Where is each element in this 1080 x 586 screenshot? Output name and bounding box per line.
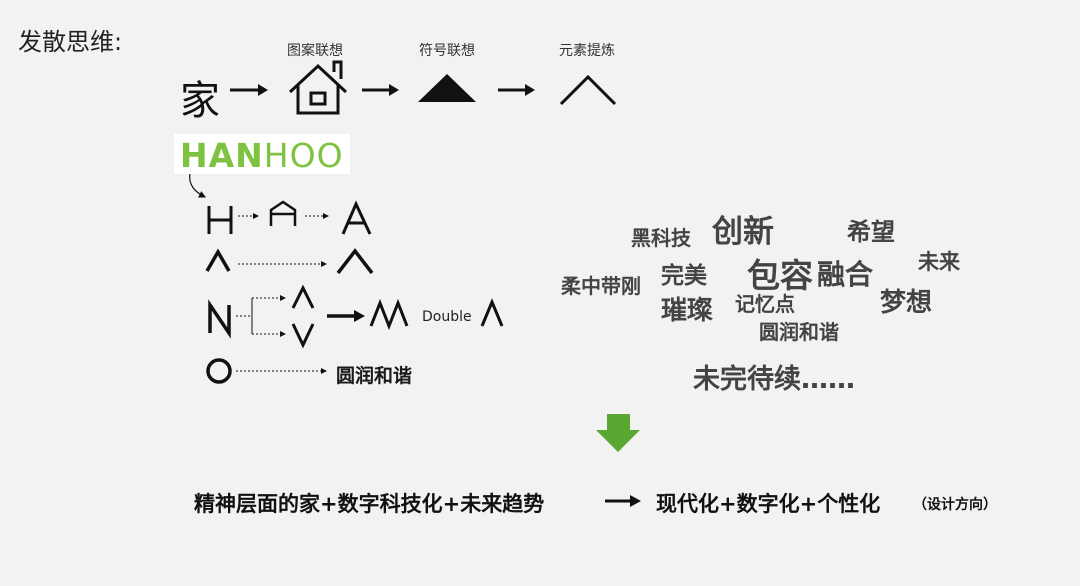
glyph-n — [208, 299, 231, 339]
logo-pointer-arrow — [189, 172, 207, 198]
cloud-word-cuican: 璀璨 — [661, 296, 714, 326]
glyph-h-to-a — [269, 200, 297, 226]
page-title: 发散思维: — [18, 28, 123, 56]
conclusion-left: 精神层面的家+数字科技化+未来趋势 — [194, 492, 545, 516]
glyph-double-lambda — [480, 298, 504, 327]
row-h — [207, 200, 372, 235]
cloud-word-xiwang: 希望 — [847, 218, 895, 246]
cloud-word-jiyidian: 记忆点 — [735, 292, 795, 316]
flow-start-char: 家 — [180, 78, 220, 124]
glyph-av — [369, 298, 409, 331]
triangle-symbol-icon — [418, 74, 476, 102]
glyph-down-chevron — [291, 323, 315, 349]
house-icon — [288, 60, 348, 115]
cloud-word-yuanrun: 圆润和谐 — [759, 320, 839, 344]
hanhoo-logo-text: HANHOO — [180, 136, 344, 175]
cloud-word-baorong: 包容 — [747, 256, 813, 295]
cloud-word-ronghe: 融合 — [817, 258, 874, 291]
conclusion-note: （设计方向） — [913, 497, 997, 513]
cloud-word-weilai: 未来 — [918, 250, 960, 274]
glyph-h — [207, 206, 233, 234]
glyph-o — [206, 358, 232, 384]
hanhoo-logo: HANHOO — [174, 134, 350, 175]
o-result-label: 圆润和谐 — [336, 365, 413, 387]
cloud-word-weiwan: 未完待续…… — [693, 364, 855, 395]
flow-arrow-1 — [230, 84, 268, 96]
glyph-a — [341, 200, 372, 235]
cloud-word-rouzhong: 柔中带刚 — [561, 274, 641, 298]
glyph-lambda — [336, 248, 374, 275]
cloud-word-wanmei: 完美 — [661, 263, 707, 289]
flow-label-pattern: 图案联想 — [287, 43, 343, 59]
row-a — [205, 248, 374, 275]
conclusion-arrow — [605, 495, 641, 507]
green-down-arrow — [596, 414, 640, 452]
flow-arrow-3 — [498, 84, 535, 96]
conclusion-right: 现代化+数字化+个性化 — [656, 492, 881, 516]
chevron-element-icon — [559, 74, 617, 106]
row-n — [208, 284, 504, 349]
cloud-word-heikeji: 黑科技 — [631, 226, 691, 250]
flow-label-symbol: 符号联想 — [419, 43, 475, 59]
flow-arrow-2 — [362, 84, 399, 96]
glyph-up-chevron — [291, 284, 315, 309]
cloud-word-mengxiang: 梦想 — [880, 288, 933, 318]
row-o — [206, 358, 327, 384]
cloud-word-chuangxin: 创新 — [712, 214, 774, 250]
logo-part-hoo: HOO — [263, 136, 344, 175]
logo-part-han: HAN — [180, 136, 264, 175]
flow-label-element: 元素提炼 — [559, 43, 615, 59]
double-label: Double — [422, 309, 472, 325]
glyph-lambda-small — [205, 248, 231, 272]
